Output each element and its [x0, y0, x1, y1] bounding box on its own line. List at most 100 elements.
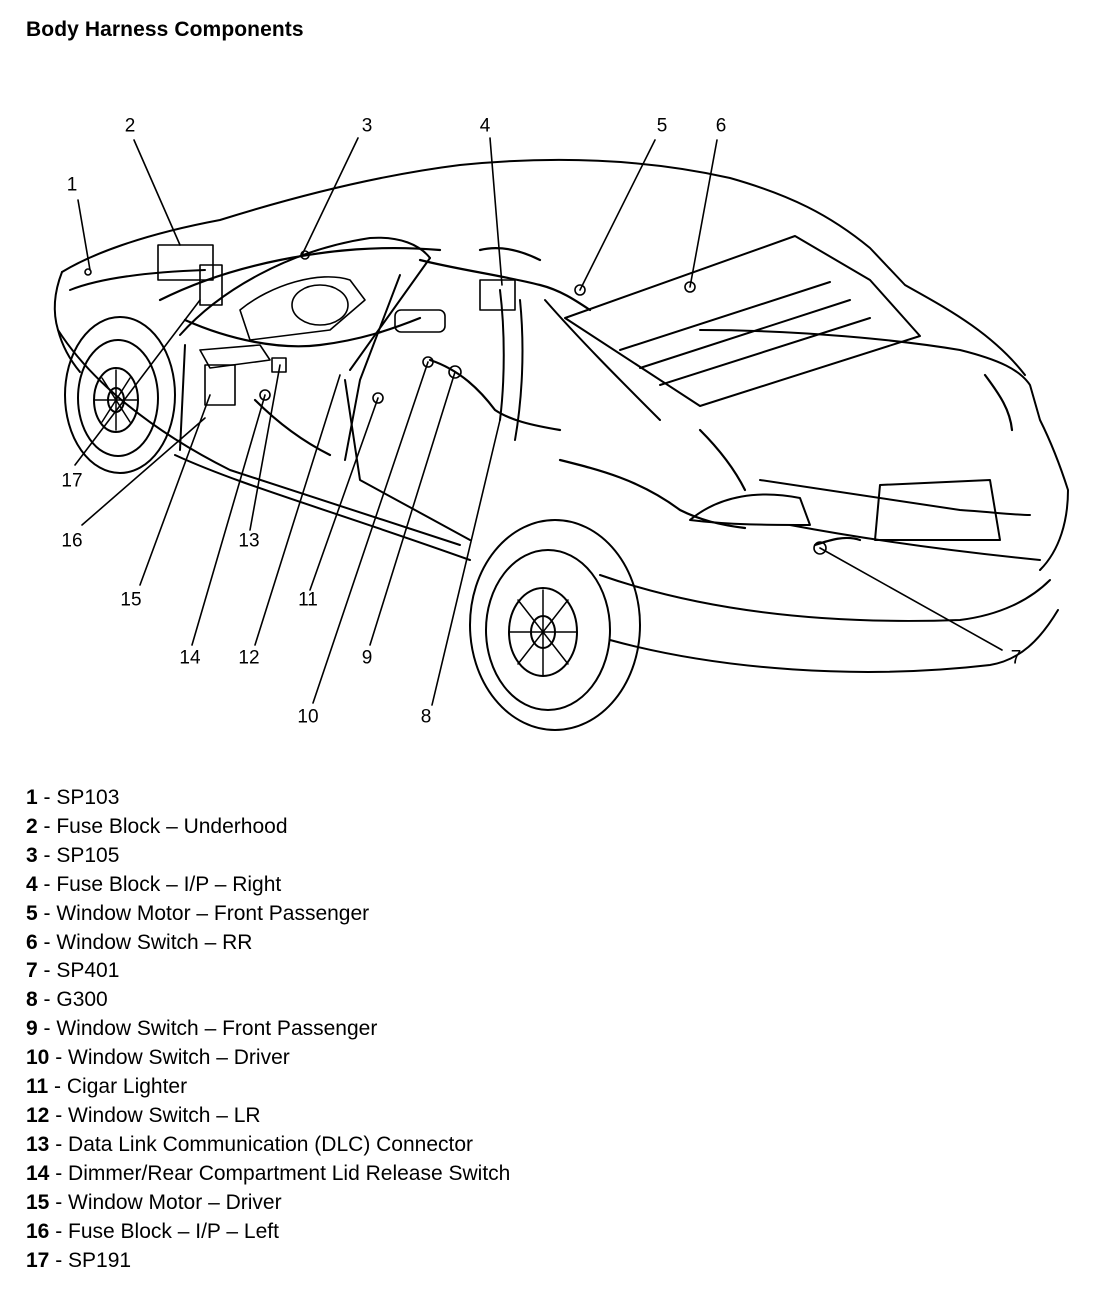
legend-number: 6 — [26, 930, 38, 954]
callout-5: 5 — [656, 115, 668, 137]
fuse-block-ip-right — [479, 279, 516, 311]
legend-separator: - — [49, 1190, 69, 1214]
legend-separator: - — [48, 1075, 67, 1099]
legend-label: Fuse Block – Underhood — [56, 814, 288, 838]
legend-label: Dimmer/Rear Compartment Lid Release Swit… — [68, 1161, 511, 1185]
window-motor-driver — [204, 364, 236, 406]
legend-separator: - — [49, 1248, 69, 1272]
legend-item: 6 - Window Switch – RR — [26, 929, 510, 958]
legend-label: Cigar Lighter — [66, 1075, 188, 1099]
callout-16: 16 — [61, 530, 83, 552]
legend-number: 10 — [26, 1046, 50, 1070]
sp105 — [300, 250, 310, 260]
callout-13: 13 — [238, 530, 260, 552]
legend-label: SP103 — [56, 786, 120, 809]
callout-2: 2 — [124, 115, 136, 137]
legend-label: Window Switch – Front Passenger — [56, 1017, 378, 1041]
legend-item: 12 - Window Switch – LR — [26, 1102, 510, 1131]
callout-6: 6 — [715, 115, 727, 137]
legend-number: 16 — [26, 1219, 50, 1243]
window-switch-driver — [422, 356, 434, 368]
legend-label: Window Switch – RR — [56, 930, 253, 954]
legend-number: 5 — [26, 901, 38, 925]
legend-separator: - — [49, 1046, 69, 1070]
legend-number: 1 — [26, 786, 38, 809]
legend-label: SP401 — [56, 959, 120, 983]
legend-number: 7 — [26, 959, 38, 983]
legend-separator: - — [37, 786, 57, 809]
interior-details — [199, 276, 446, 369]
front-wheel — [64, 316, 176, 474]
legend-separator: - — [37, 814, 57, 838]
legend-item: 14 - Dimmer/Rear Compartment Lid Release… — [26, 1160, 510, 1189]
callout-17: 17 — [61, 470, 83, 492]
sp401 — [813, 541, 827, 555]
callout-3: 3 — [361, 115, 373, 137]
legend-number: 8 — [26, 988, 38, 1012]
legend-item: 17 - SP191 — [26, 1247, 510, 1276]
legend-separator: - — [49, 1219, 69, 1243]
callout-11: 11 — [298, 589, 318, 611]
legend-separator: - — [37, 930, 57, 954]
callout-8: 8 — [420, 706, 432, 728]
legend-item: 4 - Fuse Block – I/P – Right — [26, 871, 510, 900]
legend-item: 16 - Fuse Block – I/P – Left — [26, 1218, 510, 1247]
legend-separator: - — [37, 959, 57, 983]
car-body-outline — [53, 158, 1069, 673]
legend-separator: - — [49, 1103, 69, 1127]
legend-label: SP191 — [68, 1248, 132, 1272]
legend-separator: - — [49, 1161, 69, 1185]
legend-separator: - — [37, 872, 57, 896]
callout-15: 15 — [120, 589, 142, 611]
window-switch-front-passenger — [448, 365, 462, 379]
legend-number: 13 — [26, 1132, 50, 1156]
legend-item: 7 - SP401 — [26, 957, 510, 986]
legend-number: 12 — [26, 1103, 50, 1127]
legend-number: 11 — [26, 1075, 49, 1099]
rear-wheel — [469, 519, 641, 731]
legend-number: 15 — [26, 1190, 50, 1214]
legend-label: G300 — [56, 988, 108, 1012]
legend-label: Window Motor – Driver — [68, 1190, 282, 1214]
dimmer-switch — [259, 389, 271, 401]
callout-4: 4 — [479, 115, 491, 137]
sp103 — [84, 268, 92, 276]
legend-separator: - — [37, 1017, 57, 1041]
legend-number: 3 — [26, 843, 38, 867]
legend-separator: - — [37, 901, 57, 925]
legend-separator: - — [37, 988, 57, 1012]
legend-number: 2 — [26, 814, 38, 838]
legend-label: SP105 — [56, 843, 120, 867]
legend-item: 11 - Cigar Lighter — [26, 1073, 510, 1102]
legend-item: 5 - Window Motor – Front Passenger — [26, 900, 510, 929]
legend-item: 3 - SP105 — [26, 842, 510, 871]
legend-item: 10 - Window Switch – Driver — [26, 1044, 510, 1073]
legend-label: Fuse Block – I/P – Left — [68, 1219, 279, 1243]
legend-item: 2 - Fuse Block – Underhood — [26, 813, 510, 842]
legend-separator: - — [37, 843, 57, 867]
cigar-lighter — [372, 392, 384, 404]
legend-number: 14 — [26, 1161, 50, 1185]
legend-number: 9 — [26, 1017, 38, 1041]
legend-item: 8 - G300 — [26, 986, 510, 1015]
diagram-title: Body Harness Components — [26, 18, 304, 41]
legend-label: Data Link Communication (DLC) Connector — [68, 1132, 474, 1156]
legend-label: Window Motor – Front Passenger — [56, 901, 370, 925]
legend-item: 9 - Window Switch – Front Passenger — [26, 1015, 510, 1044]
legend-item: 15 - Window Motor – Driver — [26, 1189, 510, 1218]
callout-12: 12 — [238, 647, 260, 669]
legend-separator: - — [49, 1132, 69, 1156]
legend-number: 17 — [26, 1248, 50, 1272]
window-motor-front-passenger — [574, 284, 586, 296]
fuse-block-ip-left — [199, 264, 223, 306]
wiring-harness — [158, 246, 1014, 547]
callout-14: 14 — [179, 647, 201, 669]
callout-9: 9 — [361, 647, 373, 669]
callout-10: 10 — [297, 706, 319, 728]
callout-7: 7 — [1010, 647, 1022, 669]
leader-lines — [74, 137, 1003, 706]
legend-label: Window Switch – Driver — [68, 1046, 290, 1070]
window-switch-rr — [684, 281, 696, 293]
legend-label: Window Switch – LR — [68, 1103, 261, 1127]
legend-item: 13 - Data Link Communication (DLC) Conne… — [26, 1131, 510, 1160]
